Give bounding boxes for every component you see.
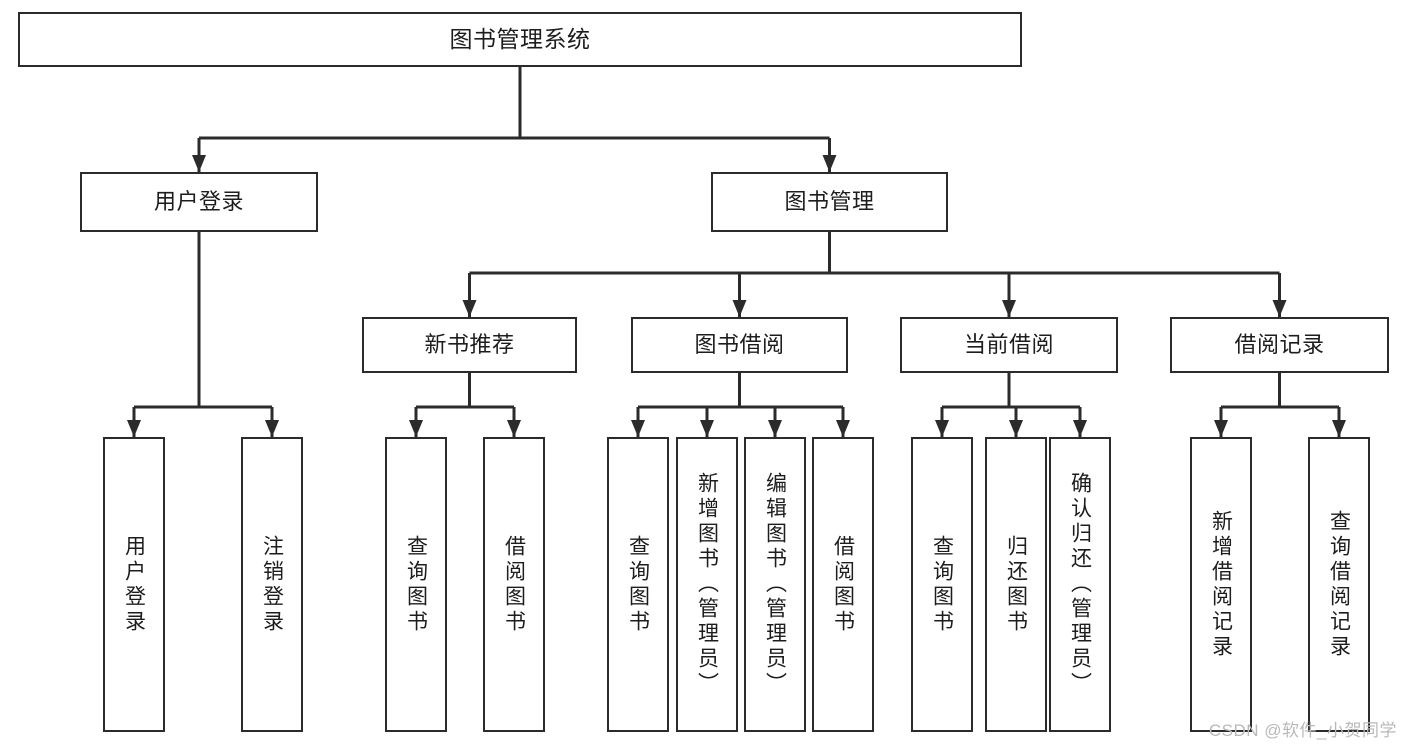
node-leaf-borrow-book-2[interactable]: 借阅图书 bbox=[812, 437, 874, 732]
edge-arrowhead-icon bbox=[265, 420, 279, 437]
node-user-login[interactable]: 用户登录 bbox=[80, 172, 318, 232]
edge-arrowhead-icon bbox=[1272, 300, 1287, 317]
node-label: 当前借阅 bbox=[963, 332, 1054, 358]
node-root[interactable]: 图书管理系统 bbox=[18, 12, 1022, 67]
node-leaf-return-book[interactable]: 归还图书 bbox=[985, 437, 1047, 732]
watermark-label: CSDN @软件_小贺同学 bbox=[1208, 721, 1397, 740]
edge-arrowhead-icon bbox=[1009, 420, 1023, 437]
node-new-book-recommend[interactable]: 新书推荐 bbox=[362, 317, 577, 373]
node-label: 借阅图书 bbox=[831, 534, 855, 635]
edge-arrowhead-icon bbox=[1002, 300, 1016, 317]
edge-arrowhead-icon bbox=[1332, 420, 1346, 437]
node-label: 查询借阅记录 bbox=[1327, 509, 1351, 660]
node-label: 确认归还（管理员） bbox=[1068, 472, 1092, 697]
node-label: 借阅图书 bbox=[502, 534, 526, 635]
edge-arrowhead-icon bbox=[1214, 420, 1228, 437]
edge-arrowhead-icon bbox=[935, 420, 949, 437]
node-leaf-add-record[interactable]: 新增借阅记录 bbox=[1190, 437, 1252, 732]
node-borrow-record[interactable]: 借阅记录 bbox=[1170, 317, 1389, 373]
node-label: 查询图书 bbox=[930, 534, 954, 635]
node-label: 图书管理系统 bbox=[449, 26, 591, 53]
node-leaf-edit-book[interactable]: 编辑图书（管理员） bbox=[744, 437, 806, 732]
node-leaf-user-login[interactable]: 用户登录 bbox=[103, 437, 165, 732]
edge-arrowhead-icon bbox=[1073, 420, 1087, 437]
edge-arrowhead-icon bbox=[127, 420, 141, 437]
node-label: 注销登录 bbox=[260, 534, 284, 635]
node-label: 图书管理 bbox=[784, 189, 875, 215]
node-label: 用户登录 bbox=[122, 534, 146, 635]
edge-arrowhead-icon bbox=[768, 420, 782, 437]
edge-arrowhead-icon bbox=[732, 300, 747, 317]
edge-arrowhead-icon bbox=[822, 155, 837, 172]
node-label: 新增图书（管理员） bbox=[695, 472, 719, 697]
edge-arrowhead-icon bbox=[507, 420, 521, 437]
node-label: 新增借阅记录 bbox=[1209, 509, 1233, 660]
node-label: 新书推荐 bbox=[424, 332, 515, 358]
edge-arrowhead-icon bbox=[631, 420, 645, 437]
node-label: 归还图书 bbox=[1004, 534, 1028, 635]
node-label: 用户登录 bbox=[153, 189, 244, 215]
edge-arrowhead-icon bbox=[700, 420, 714, 437]
edge-arrowhead-icon bbox=[409, 420, 423, 437]
node-leaf-confirm-return[interactable]: 确认归还（管理员） bbox=[1049, 437, 1111, 732]
node-leaf-user-logout[interactable]: 注销登录 bbox=[241, 437, 303, 732]
node-label: 编辑图书（管理员） bbox=[763, 472, 787, 697]
node-leaf-query-record[interactable]: 查询借阅记录 bbox=[1308, 437, 1370, 732]
node-leaf-add-book[interactable]: 新增图书（管理员） bbox=[676, 437, 738, 732]
node-leaf-query-book-2[interactable]: 查询图书 bbox=[607, 437, 669, 732]
node-book-borrow[interactable]: 图书借阅 bbox=[631, 317, 848, 373]
node-book-manage[interactable]: 图书管理 bbox=[711, 172, 948, 232]
node-leaf-query-book-3[interactable]: 查询图书 bbox=[911, 437, 973, 732]
node-label: 查询图书 bbox=[626, 534, 650, 635]
node-label: 图书借阅 bbox=[694, 332, 785, 358]
node-leaf-query-book-1[interactable]: 查询图书 bbox=[385, 437, 447, 732]
node-current-borrow[interactable]: 当前借阅 bbox=[900, 317, 1118, 373]
node-label: 查询图书 bbox=[404, 534, 428, 635]
node-label: 借阅记录 bbox=[1234, 332, 1325, 358]
edge-arrowhead-icon bbox=[836, 420, 850, 437]
edge-arrowhead-icon bbox=[462, 300, 477, 317]
node-leaf-borrow-book-1[interactable]: 借阅图书 bbox=[483, 437, 545, 732]
edge-arrowhead-icon bbox=[192, 155, 206, 172]
